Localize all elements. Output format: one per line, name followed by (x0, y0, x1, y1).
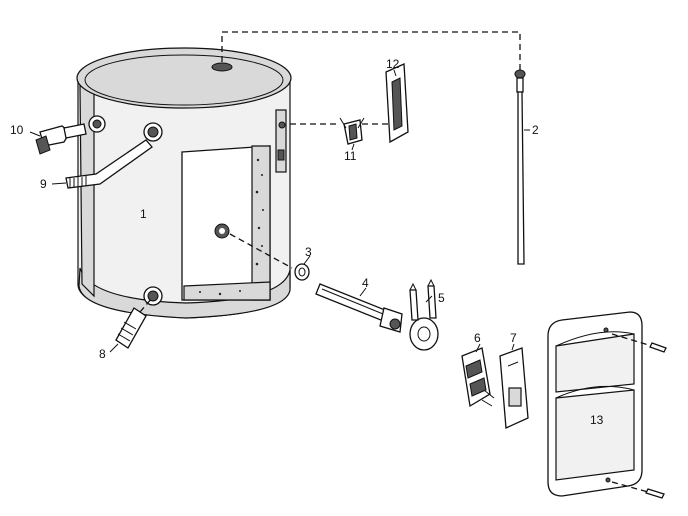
label-part-7: 7 (510, 331, 517, 345)
label-part-1: 1 (140, 207, 147, 221)
inlet-nipple (115, 297, 153, 349)
junction-cover (385, 63, 409, 144)
insulation-pad (499, 347, 529, 429)
label-part-5: 5 (438, 291, 445, 305)
access-cover (547, 311, 643, 497)
label-part-6: 6 (474, 331, 481, 345)
outlet-nipple (65, 139, 153, 189)
label-part-11: 11 (344, 149, 357, 163)
anode-rod (514, 69, 526, 265)
cover-screws (611, 333, 667, 499)
label-part-4: 4 (362, 276, 369, 290)
gasket (229, 233, 310, 281)
label-part-10: 10 (10, 123, 24, 137)
label-part-13: 13 (590, 413, 604, 427)
leader-anode (221, 31, 521, 70)
heating-element (315, 283, 403, 333)
water-heater-tank (76, 47, 292, 319)
part-labels: 1 2 3 4 5 6 7 8 9 10 11 12 13 (10, 57, 604, 427)
label-part-3: 3 (305, 245, 312, 259)
label-part-12: 12 (386, 57, 400, 71)
label-part-2: 2 (532, 123, 539, 137)
label-part-9: 9 (40, 177, 47, 191)
thermostat (461, 347, 495, 408)
terminal-block (339, 117, 365, 145)
label-leaders (29, 69, 530, 353)
label-part-8: 8 (99, 347, 106, 361)
element-bracket (409, 278, 439, 351)
drain-valve (35, 123, 87, 155)
